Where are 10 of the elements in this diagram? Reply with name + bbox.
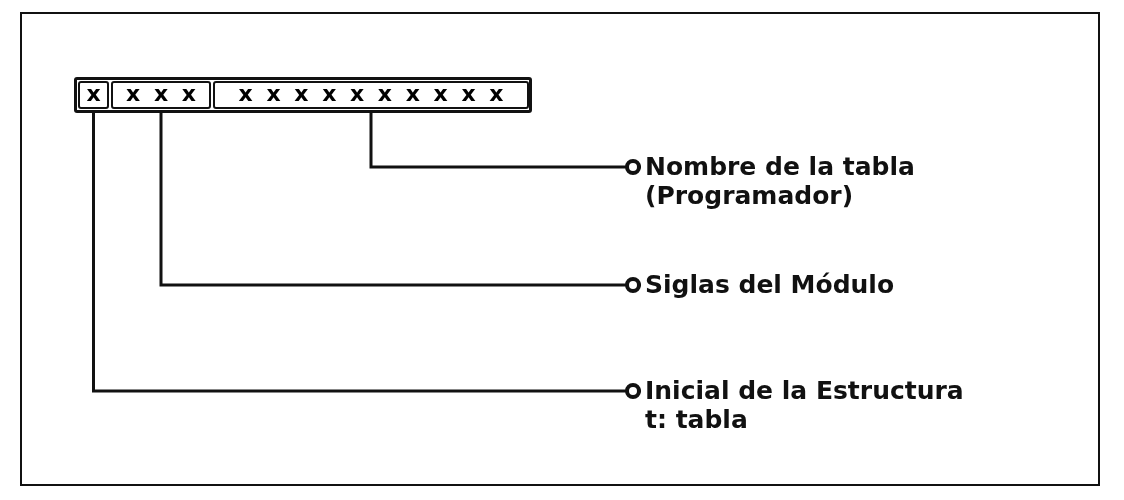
leader-line: [369, 110, 641, 175]
leader-line: [159, 110, 641, 293]
code-segment: x: [78, 81, 109, 109]
code-segment: x x x x x x x x x x: [213, 81, 529, 109]
field-label: t: tabla: [645, 405, 749, 434]
leader-line: [92, 110, 641, 399]
code-segment: x x x: [111, 81, 211, 109]
field-label: Inicial de la Estructura: [645, 376, 964, 405]
field-label: Nombre de la tabla (Programador): [645, 152, 945, 210]
field-label: Siglas del Módulo: [645, 270, 895, 299]
